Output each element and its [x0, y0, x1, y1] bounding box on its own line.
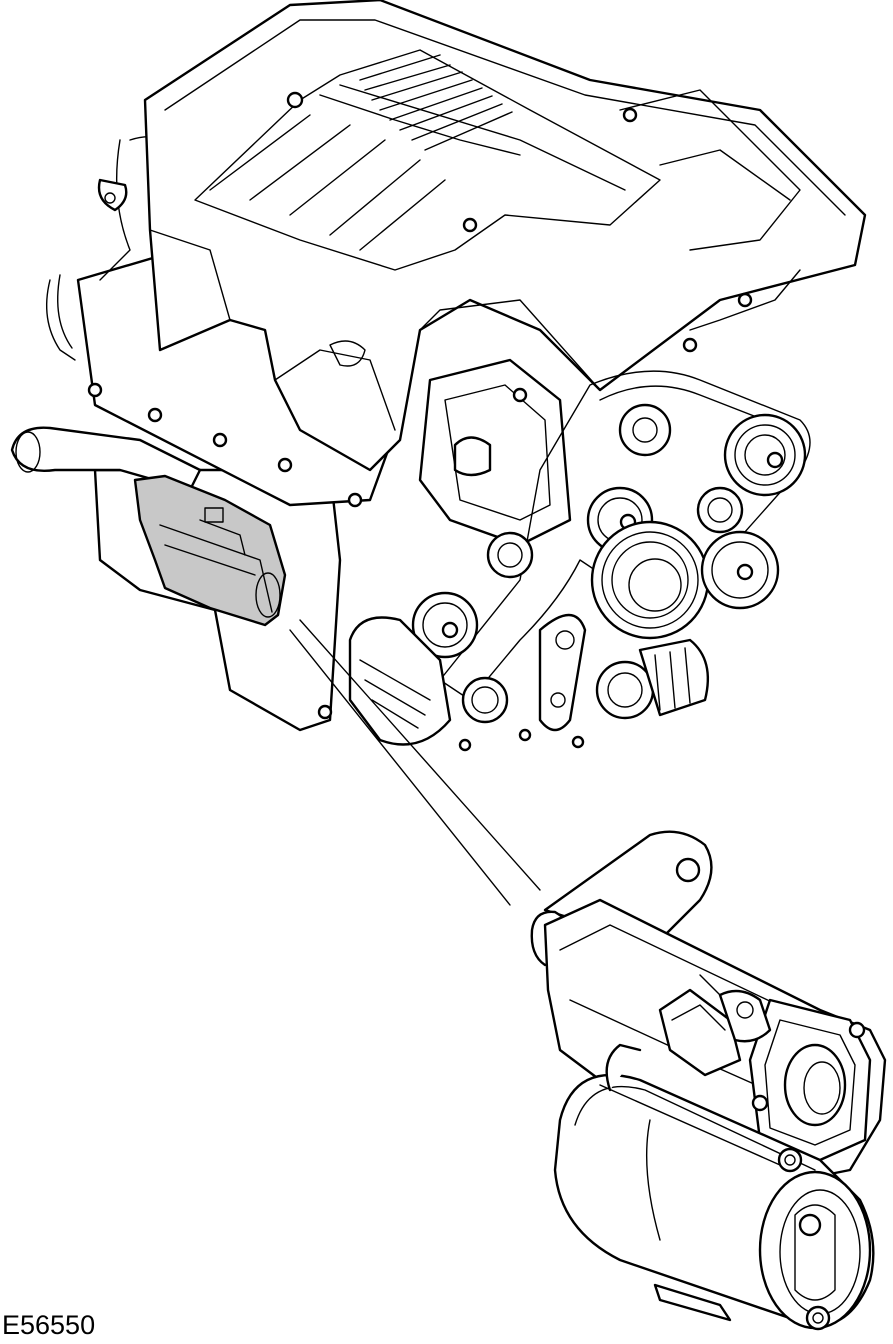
leader-lines: [289, 619, 541, 906]
alternator: [348, 616, 709, 746]
engine-assembly: [10, 0, 867, 752]
engine-cover: [143, 0, 867, 472]
pulleys: [411, 403, 807, 724]
starter-motor-highlight: [133, 474, 287, 627]
figure-reference-code: E56550: [2, 1310, 96, 1340]
starter-motor-detail: [530, 830, 887, 1331]
head-bolts: [87, 382, 363, 508]
